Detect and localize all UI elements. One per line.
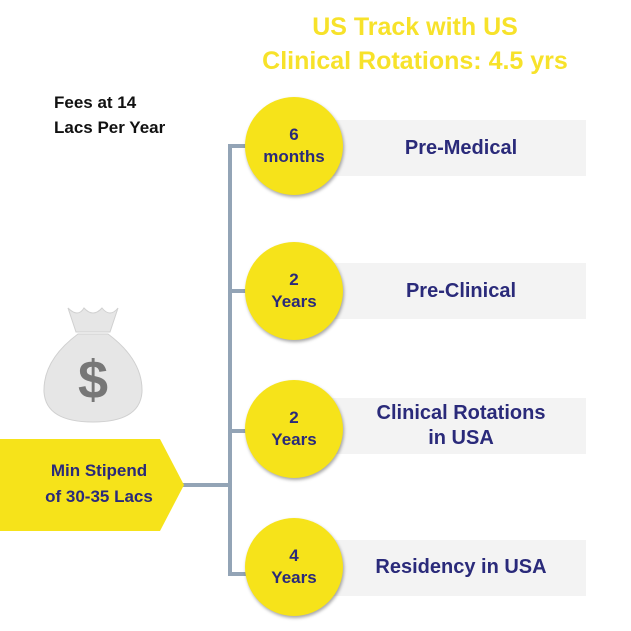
stage-label-4-line-1: Residency in USA bbox=[375, 556, 547, 578]
connector-vertical bbox=[228, 144, 232, 576]
connector-stipend bbox=[182, 483, 230, 487]
stage-label-3-line-2: in USA bbox=[428, 427, 494, 449]
connector-branch-3 bbox=[228, 429, 252, 433]
stage-duration-2-line-1: 2 bbox=[289, 270, 299, 289]
stage-label-1-line-1: Pre-Medical bbox=[404, 137, 518, 159]
dollar-sign-icon: $ bbox=[78, 350, 108, 410]
title-line-1: US Track with US bbox=[312, 13, 518, 41]
stipend-text: Min Stipend of 30-35 Lacs bbox=[14, 458, 184, 510]
stipend-line-2: of 30-35 Lacs bbox=[45, 487, 153, 506]
stage-duration-1-line-2: months bbox=[263, 147, 325, 166]
stage-label-2-line-1: Pre-Clinical bbox=[405, 280, 517, 302]
stage-duration-4-line-1: 4 bbox=[289, 546, 299, 565]
stage-label-3-line-1: Clinical Rotations bbox=[376, 402, 546, 424]
fees-line-1: Fees at 14 bbox=[54, 93, 137, 112]
stage-label-1: Pre-Medical bbox=[350, 136, 572, 161]
connector-branch-2 bbox=[228, 289, 252, 293]
stipend-arrow bbox=[160, 439, 184, 531]
title-line-2: Clinical Rotations: 4.5 yrs bbox=[262, 47, 568, 75]
stage-duration-3-line-2: Years bbox=[271, 430, 317, 449]
stage-label-3: Clinical Rotations in USA bbox=[350, 401, 572, 451]
stage-duration-3-line-1: 2 bbox=[289, 408, 299, 427]
stage-duration-2-line-2: Years bbox=[271, 292, 317, 311]
stage-duration-circle-4: 4 Years bbox=[245, 518, 343, 616]
stage-duration-circle-1: 6 months bbox=[245, 97, 343, 195]
stipend-line-1: Min Stipend bbox=[50, 461, 148, 480]
diagram-title: US Track with US Clinical Rotations: 4.5… bbox=[225, 10, 605, 78]
stage-label-4: Residency in USA bbox=[350, 555, 572, 580]
connector-branch-4 bbox=[228, 572, 252, 576]
money-bag-icon: $ bbox=[43, 307, 143, 423]
stage-duration-circle-3: 2 Years bbox=[245, 380, 343, 478]
stage-duration-4-line-2: Years bbox=[271, 568, 317, 587]
stage-label-2: Pre-Clinical bbox=[350, 279, 572, 304]
stipend-box bbox=[0, 439, 160, 531]
fees-line-2: Lacs Per Year bbox=[54, 118, 166, 137]
fees-text: Fees at 14 Lacs Per Year bbox=[54, 90, 234, 140]
stage-duration-circle-2: 2 Years bbox=[245, 242, 343, 340]
connector-branch-1 bbox=[228, 144, 252, 148]
stage-duration-1-line-1: 6 bbox=[289, 125, 299, 144]
